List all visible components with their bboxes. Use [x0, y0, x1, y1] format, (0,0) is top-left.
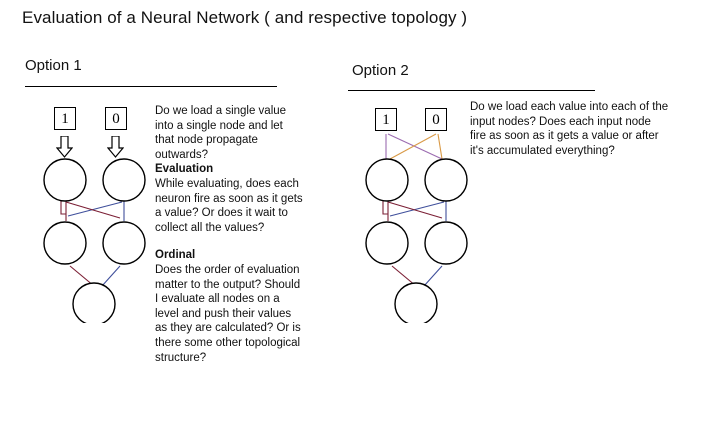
network-node: [102, 221, 146, 265]
option-1-section-evaluation: Evaluation While evaluating, does each n…: [155, 162, 305, 235]
option-1-text-block: Do we load a single value into a single …: [155, 104, 305, 365]
option-1-input-box-0: 0: [105, 107, 127, 130]
option-1-network-diagram: [43, 158, 146, 323]
option-2-heading: Option 2: [352, 62, 409, 79]
option-2-text-block: Do we load each value into each of the i…: [470, 100, 670, 158]
option-1-question: Do we load a single value into a single …: [155, 105, 287, 161]
option-1-section-ordinal-heading: Ordinal: [155, 249, 196, 262]
network-node: [365, 221, 409, 265]
network-node: [43, 221, 87, 265]
network-node: [394, 282, 438, 323]
network-node: [102, 158, 146, 202]
down-arrow-icon: [56, 136, 73, 158]
option-1-divider: [25, 86, 277, 87]
option-1-section-evaluation-heading: Evaluation: [155, 163, 214, 176]
option-1-heading: Option 1: [25, 57, 82, 74]
option-2-input-box-0: 0: [425, 108, 447, 131]
network-node: [424, 158, 468, 202]
network-node: [43, 158, 87, 202]
option-1-input-box-1: 1: [54, 107, 76, 130]
network-node: [365, 158, 409, 202]
option-2-input-box-1: 1: [375, 108, 397, 131]
option-1-section-ordinal: Ordinal Does the order of evaluation mat…: [155, 248, 305, 365]
option-2-network-diagram: [365, 133, 468, 323]
option-2-question: Do we load each value into each of the i…: [470, 101, 669, 157]
network-node: [424, 221, 468, 265]
down-arrow-icon: [107, 136, 124, 158]
option-1-section-evaluation-body: While evaluating, does each neuron fire …: [155, 177, 303, 234]
page-title: Evaluation of a Neural Network ( and res…: [22, 8, 468, 27]
option-2-divider: [348, 90, 595, 91]
network-node: [72, 282, 116, 323]
option-1-section-ordinal-body: Does the order of evaluation matter to t…: [155, 263, 301, 364]
